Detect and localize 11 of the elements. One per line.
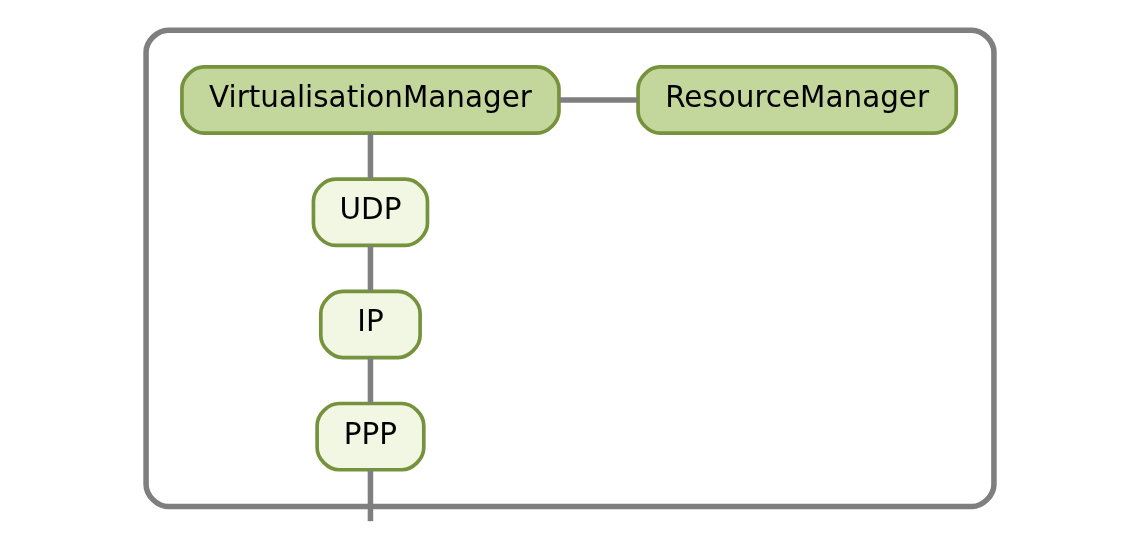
node-box: VirtualisationManager — [180, 65, 561, 135]
connector — [367, 245, 374, 291]
node-box: UDP — [311, 177, 430, 248]
connector — [559, 97, 639, 103]
connector — [367, 469, 374, 522]
connector — [367, 357, 374, 404]
node-box: ResourceManager — [636, 65, 959, 135]
connector — [367, 133, 374, 179]
node-box: IP — [318, 289, 422, 360]
node-box: PPP — [315, 401, 426, 472]
cluster — [143, 27, 997, 510]
